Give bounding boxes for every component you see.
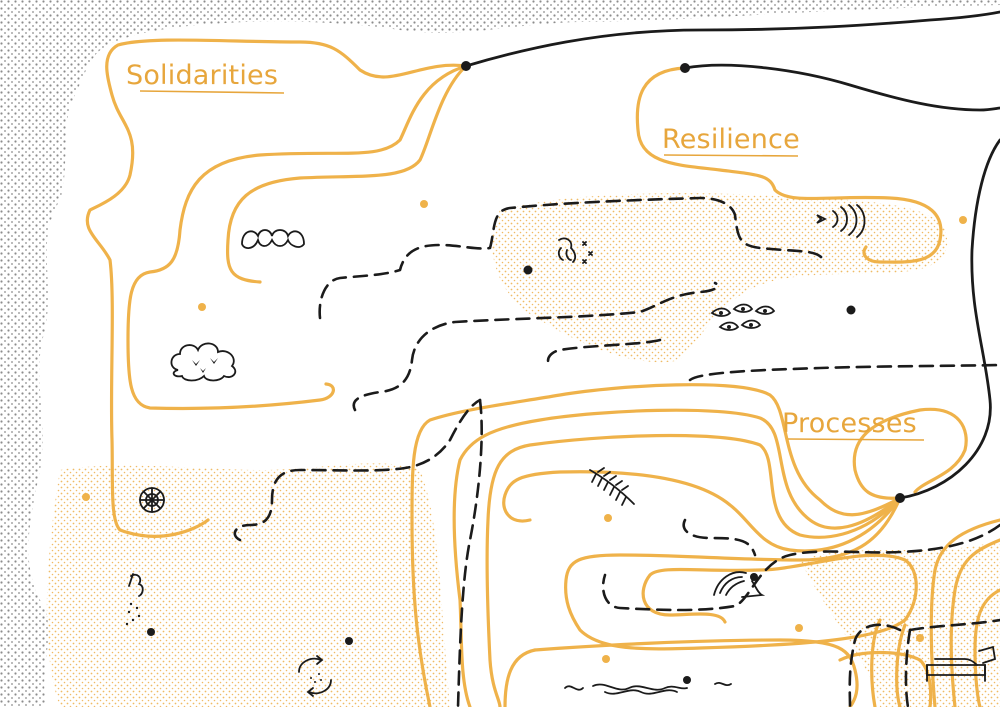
- label-solidarities-text: Solidarities: [126, 60, 278, 91]
- label-resilience-text: Resilience: [662, 124, 800, 155]
- web-circle-icon: [140, 488, 164, 512]
- label-solidarities: Solidarities: [126, 60, 284, 93]
- label-processes-text: Processes: [782, 408, 917, 439]
- label-processes: Processes: [782, 408, 924, 440]
- label-resilience: Resilience: [662, 124, 800, 156]
